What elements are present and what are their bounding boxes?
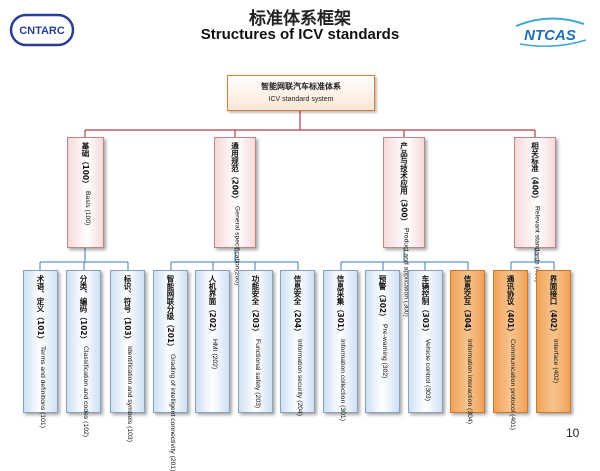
node-label-cn: 界面接口（402） xyxy=(549,275,558,336)
standard-node-204: 信息安全（204） Information security (204) xyxy=(280,270,315,416)
standard-node-301: 信息采集（301） Information collection (301) xyxy=(323,270,358,421)
node-label-cn: 基础（100） xyxy=(81,142,90,188)
node-label-en: Information security (204) xyxy=(296,338,303,416)
ntcas-logo: NTCAS xyxy=(510,14,590,50)
category-node-relevant-standards: 相关标准（400） Relevant standards (400) xyxy=(514,137,556,282)
standard-node-401: 通讯协议（401） Communication protocol (401) xyxy=(493,270,528,430)
cntarc-logo-text: CNTARC xyxy=(19,25,65,37)
node-label-en: Classification and codes (102) xyxy=(82,346,89,438)
standard-node-203: 功能安全（203） Functional safety (203) xyxy=(238,270,273,413)
node-label-en: Identification and symbols (103) xyxy=(126,346,133,443)
standard-node-303: 车辆控制（303） Vehicle control (303) xyxy=(408,270,443,413)
root-node-label-en: ICV standard system xyxy=(268,96,334,103)
node-label-cn: 信息交互（304） xyxy=(463,275,472,336)
category-node-product-and-application: 产品与技术应用（300） Product and application (300… xyxy=(383,137,425,317)
node-label-en: Communication protocol (401) xyxy=(509,338,516,430)
node-label-cn: 相关标准（400） xyxy=(530,142,540,203)
node-label-en: Information interaction (304) xyxy=(466,338,473,424)
node-label-cn: 分类、编码（102） xyxy=(79,275,88,344)
cntarc-logo: CNTARC xyxy=(9,13,75,47)
node-label-cn: 通讯协议（401） xyxy=(506,275,515,336)
node-label-en: Basis (100) xyxy=(84,190,91,226)
standard-node-304: 信息交互（304） Information interaction (304) xyxy=(450,270,485,424)
root-node-icv-standard-system: 智能网联汽车标准体系 ICV standard system xyxy=(227,75,375,111)
node-label-en: Pre-warning (302) xyxy=(381,323,388,379)
node-label-cn: 人机界面（202） xyxy=(208,275,217,336)
category-node-general-specification: 通用规范（200） General specification(200) xyxy=(214,137,256,285)
node-label-cn: 信息安全（204） xyxy=(293,275,302,336)
node-label-en: Information collection (301) xyxy=(339,338,346,421)
standard-node-102: 分类、编码（102） Classification and codes (102) xyxy=(66,270,101,437)
node-label-cn: 智能网联分级（201） xyxy=(166,275,175,351)
node-label-en: Vehicle control (303) xyxy=(424,338,431,401)
node-label-cn: 通用规范（200） xyxy=(230,142,240,203)
node-label-en: Terms and definitions (101) xyxy=(39,346,46,429)
node-label-en: Functional safety (203) xyxy=(254,338,261,408)
node-label-en: Product and application (300) xyxy=(402,228,410,317)
ntcas-logo-text: NTCAS xyxy=(524,27,576,44)
node-label-en: Interface (402) xyxy=(552,338,559,383)
node-label-en: HMI (202) xyxy=(211,338,218,369)
standard-node-402: 界面接口（402） Interface (402) xyxy=(536,270,571,413)
standard-node-101: 术语、定义（101） Terms and definitions (101) xyxy=(23,270,58,428)
page-title-chinese: 标准体系框架 xyxy=(249,9,351,29)
node-label-cn: 车辆控制（303） xyxy=(421,275,430,336)
node-label-en: Relevant standards (400) xyxy=(533,205,541,282)
page-title-english: Structures of ICV standards xyxy=(200,26,400,43)
node-label-en: General specification(200) xyxy=(233,205,241,285)
root-node-label-cn: 智能网联汽车标准体系 xyxy=(261,82,341,91)
hierarchy-connectors xyxy=(39,110,555,270)
node-label-cn: 产品与技术应用（300） xyxy=(399,142,409,226)
node-label-en: Grading of intelligent connectivity (201… xyxy=(169,353,176,471)
standard-node-202: 人机界面（202） HMI (202) xyxy=(195,270,230,413)
page-number: 10 xyxy=(566,426,580,440)
node-label-cn: 标识、符号（103） xyxy=(123,275,132,344)
standard-node-302: 预警（302） Pre-warning (302) xyxy=(365,270,400,413)
category-node-basis: 基础（100） Basis (100) xyxy=(67,137,104,248)
node-label-cn: 信息采集（301） xyxy=(336,275,345,336)
standard-node-103: 标识、符号（103） Identification and symbols (10… xyxy=(110,270,145,442)
standard-node-201: 智能网联分级（201） Grading of intelligent connec… xyxy=(153,270,188,471)
node-label-cn: 预警（302） xyxy=(378,275,387,321)
node-label-cn: 功能安全（203） xyxy=(251,275,260,336)
node-label-cn: 术语、定义（101） xyxy=(36,275,45,344)
